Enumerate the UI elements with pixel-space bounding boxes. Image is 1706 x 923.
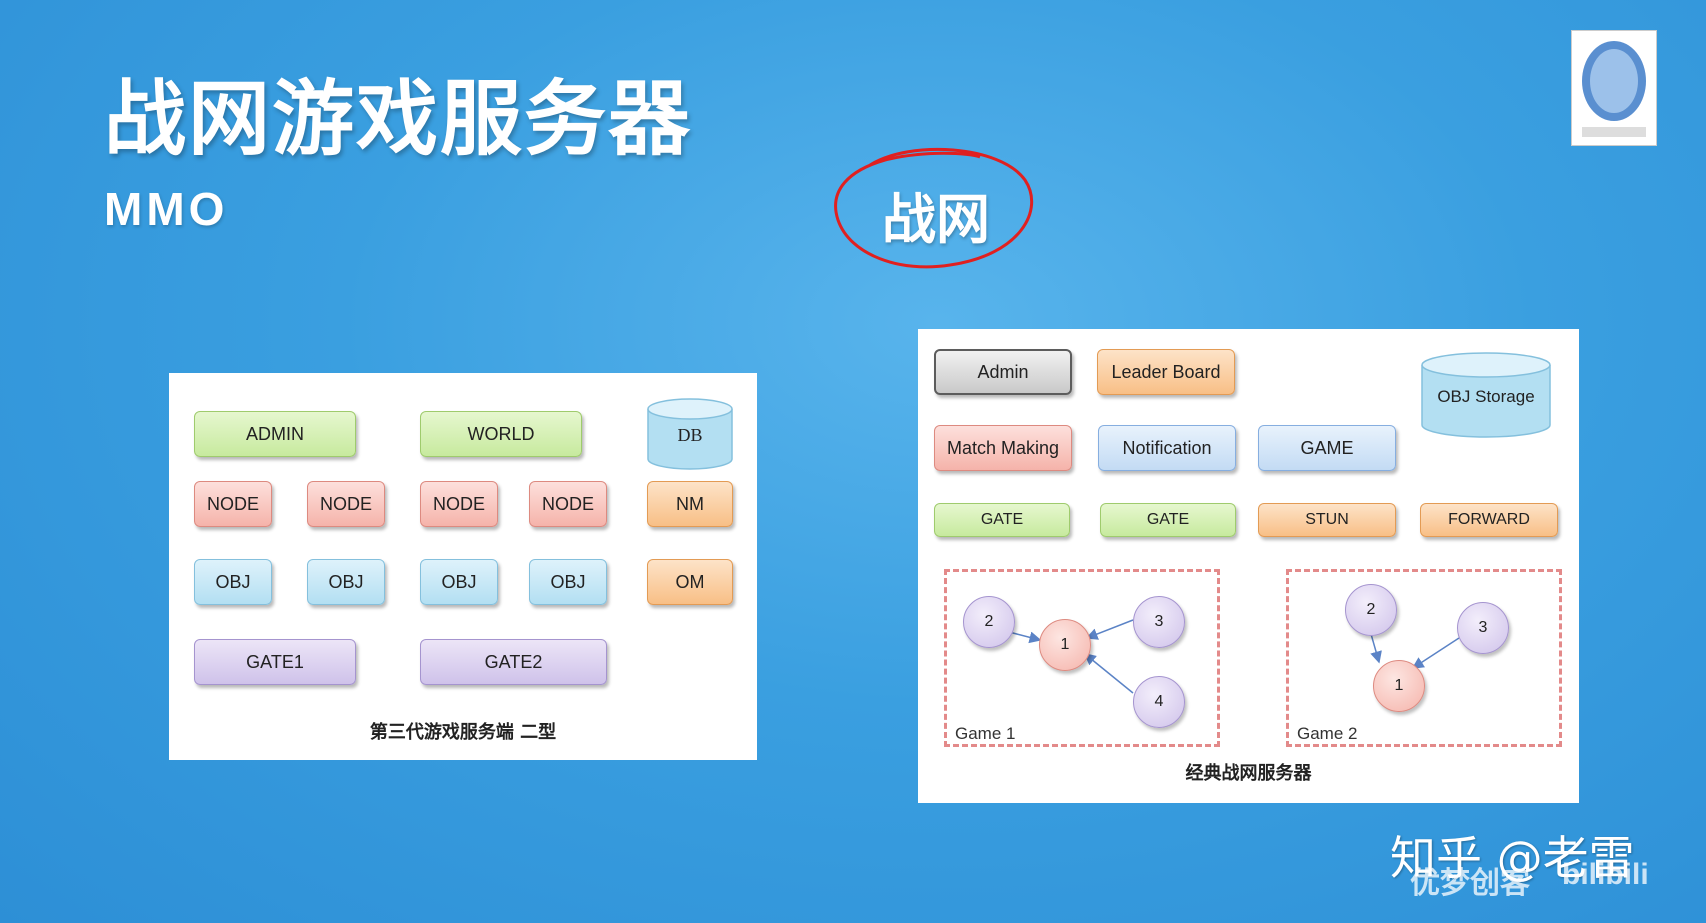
leader-board-box: Leader Board — [1097, 349, 1235, 395]
annotation-text: 战网 — [882, 188, 990, 251]
db-cylinder: DB — [646, 397, 734, 471]
graph-node: 3 — [1457, 602, 1509, 654]
obj-box: OBJ — [420, 559, 498, 605]
om-box: OM — [647, 559, 733, 605]
obj-storage-label: OBJ Storage — [1437, 387, 1535, 406]
admin-box: Admin — [934, 349, 1072, 395]
node-box: NODE — [420, 481, 498, 527]
graph-node: 1 — [1039, 619, 1091, 671]
page-title: 战网游戏服务器 — [104, 72, 693, 167]
notification-box: Notification — [1098, 425, 1236, 471]
left-diagram-panel: ADMIN WORLD DB NODE NODE NODE NODE NM OB… — [169, 373, 757, 760]
forward-box: FORWARD — [1420, 503, 1558, 537]
page-subtitle: MMO — [104, 183, 229, 235]
obj-storage-cylinder: OBJ Storage — [1420, 351, 1552, 439]
bottom-watermark: 优梦创客 — [1410, 866, 1530, 901]
node-box: NODE — [194, 481, 272, 527]
zhihu-watermark: 知乎 @老雷 — [1390, 831, 1635, 885]
game2-edges — [1370, 633, 1460, 669]
gate2-box: GATE2 — [420, 639, 607, 685]
nm-box: NM — [647, 481, 733, 527]
bilibili-logo: bilibili — [1562, 858, 1649, 891]
graph-node: 4 — [1133, 676, 1185, 728]
game1-group: 2 1 3 4 Game 1 — [944, 569, 1220, 747]
obj-box: OBJ — [529, 559, 607, 605]
admin-box: ADMIN — [194, 411, 356, 457]
hand-drawn-circle-icon — [834, 147, 1034, 269]
match-making-box: Match Making — [934, 425, 1072, 471]
game2-group: 2 1 3 Game 2 — [1286, 569, 1562, 747]
right-diagram-panel: Admin Leader Board OBJ Storage Match Mak… — [918, 329, 1579, 803]
world-box: WORLD — [420, 411, 582, 457]
node-box: NODE — [529, 481, 607, 527]
graph-node: 2 — [963, 596, 1015, 648]
gate-box: GATE — [1100, 503, 1236, 537]
game1-label: Game 1 — [955, 724, 1016, 743]
graph-node: 3 — [1133, 596, 1185, 648]
gate1-box: GATE1 — [194, 639, 356, 685]
node-box: NODE — [307, 481, 385, 527]
db-label: DB — [677, 425, 703, 445]
gate-box: GATE — [934, 503, 1070, 537]
game2-label: Game 2 — [1297, 724, 1358, 743]
left-diagram-caption: 第三代游戏服务端 二型 — [369, 722, 557, 743]
stun-box: STUN — [1258, 503, 1396, 537]
qr-code-icon — [1571, 30, 1657, 146]
obj-box: OBJ — [307, 559, 385, 605]
annotation-circle: 战网 — [830, 145, 1042, 275]
right-diagram-caption: 经典战网服务器 — [1185, 763, 1312, 784]
obj-box: OBJ — [194, 559, 272, 605]
game1-edges — [1008, 619, 1134, 694]
game-box: GAME — [1258, 425, 1396, 471]
graph-node: 2 — [1345, 584, 1397, 636]
graph-node: 1 — [1373, 660, 1425, 712]
